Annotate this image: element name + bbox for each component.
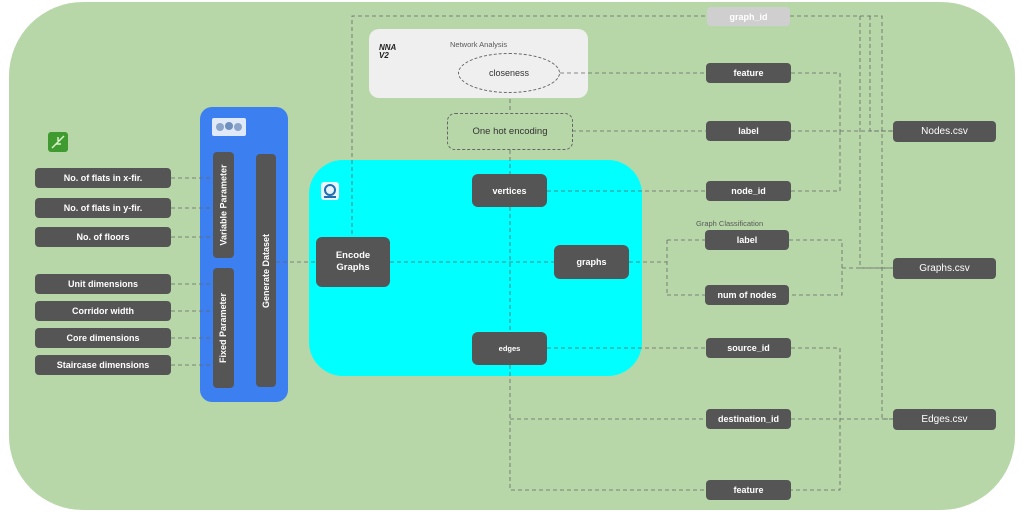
graph-id-box: graph_id <box>707 7 790 26</box>
closeness-node: closeness <box>458 53 560 93</box>
generate-dataset-label: Generate Dataset <box>261 233 272 308</box>
edge-feature-label: feature <box>733 485 764 495</box>
input-flats-x-label: No. of flats in x-fir. <box>63 173 143 183</box>
vertices-label: vertices <box>492 185 527 196</box>
node-id-label: node_id <box>731 186 766 196</box>
fixed-parameter-box: Fixed Parameter <box>213 268 234 388</box>
nna-logo-icon: NNA V2 <box>379 43 397 60</box>
graph-label-box: label <box>705 230 789 250</box>
edges-csv-box: Edges.csv <box>893 409 996 430</box>
input-flats-x: No. of flats in x-fir. <box>35 168 171 188</box>
variable-parameter-box: Variable Parameter <box>213 152 234 258</box>
leaf-app-icon <box>48 132 68 152</box>
input-unit-dimensions-label: Unit dimensions <box>67 279 138 289</box>
one-hot-encoding-label: One hot encoding <box>472 126 548 137</box>
graphs-box: graphs <box>554 245 629 279</box>
graph-id-label: graph_id <box>729 11 768 22</box>
closeness-label: closeness <box>488 68 530 78</box>
generator-logo-icon <box>212 118 246 136</box>
network-analysis-title: Network Analysis <box>450 40 508 49</box>
graph-label-label: label <box>736 235 758 245</box>
input-staircase-dimensions: Staircase dimensions <box>35 355 171 375</box>
graphs-csv-box: Graphs.csv <box>893 258 996 279</box>
input-unit-dimensions: Unit dimensions <box>35 274 171 294</box>
num-nodes-label: num of nodes <box>717 290 777 300</box>
input-core-dimensions: Core dimensions <box>35 328 171 348</box>
input-flats-y-label: No. of flats in y-fir. <box>63 203 143 213</box>
topology-logo-icon <box>321 182 339 200</box>
node-label-box: label <box>706 121 791 141</box>
generate-dataset-box: Generate Dataset <box>256 154 276 387</box>
edges-label: edges <box>498 343 521 353</box>
input-floors-label: No. of floors <box>76 232 130 242</box>
nodes-csv-box: Nodes.csv <box>893 121 996 142</box>
variable-parameter-label: Variable Parameter <box>218 164 229 246</box>
nodes-csv-label: Nodes.csv <box>921 125 968 137</box>
edges-csv-label: Edges.csv <box>921 413 968 425</box>
num-nodes-box: num of nodes <box>705 285 789 305</box>
edges-box: edges <box>472 332 547 365</box>
destination-id-label: destination_id <box>717 414 779 424</box>
node-label-label: label <box>738 126 759 136</box>
encode-graphs-label: Encode Graphs <box>335 250 371 273</box>
input-corridor-width-label: Corridor width <box>72 306 134 316</box>
fixed-parameter-label: Fixed Parameter <box>218 292 229 364</box>
graphs-label: graphs <box>576 257 607 267</box>
node-feature-box: feature <box>706 63 791 83</box>
input-staircase-dimensions-label: Staircase dimensions <box>56 360 150 370</box>
encode-graphs-box: Encode Graphs <box>316 237 390 287</box>
input-flats-y: No. of flats in y-fir. <box>35 198 171 218</box>
input-core-dimensions-label: Core dimensions <box>66 333 140 343</box>
node-feature-label: feature <box>733 68 764 78</box>
input-floors: No. of floors <box>35 227 171 247</box>
input-corridor-width: Corridor width <box>35 301 171 321</box>
source-id-label: source_id <box>727 343 770 353</box>
destination-id-box: destination_id <box>706 409 791 429</box>
node-id-box: node_id <box>706 181 791 201</box>
source-id-box: source_id <box>706 338 791 358</box>
vertices-box: vertices <box>472 174 547 207</box>
graph-classification-caption: Graph Classification <box>696 219 764 228</box>
graphs-csv-label: Graphs.csv <box>919 262 970 274</box>
edge-feature-box: feature <box>706 480 791 500</box>
one-hot-encoding-node: One hot encoding <box>447 113 573 150</box>
